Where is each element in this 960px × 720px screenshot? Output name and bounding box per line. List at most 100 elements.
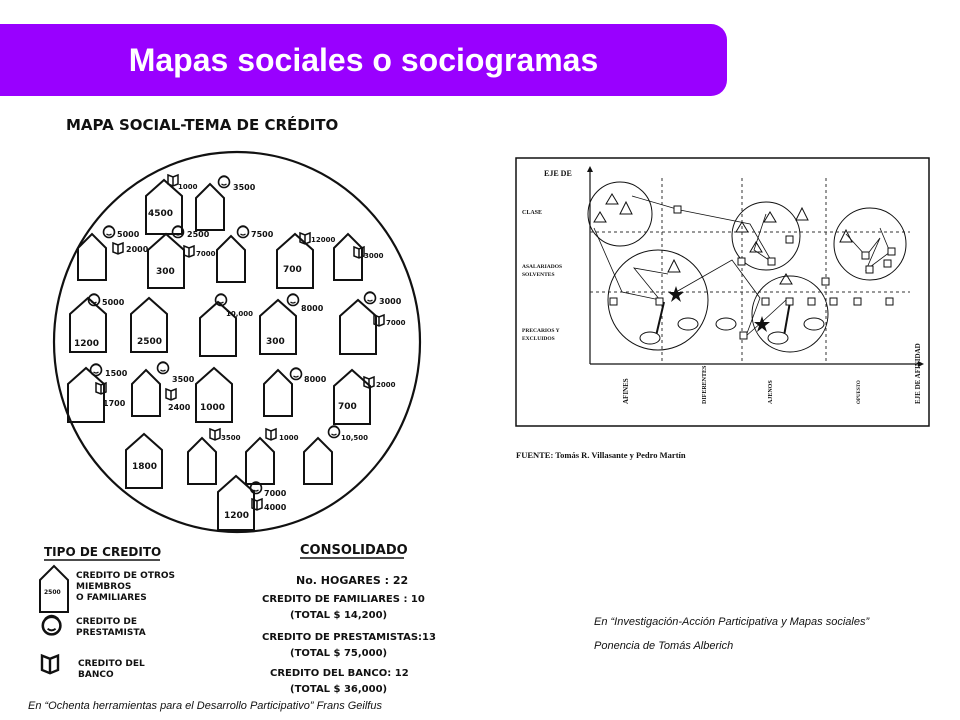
actor-squares — [609, 205, 896, 340]
key-actor-star — [754, 316, 770, 332]
lender-value: 10,500 — [341, 434, 368, 442]
bank-value: 1000 — [178, 183, 198, 191]
house-icon — [263, 369, 293, 417]
axis-x-arrow — [918, 361, 924, 367]
row-label: ASALARIADOS — [522, 264, 562, 270]
group-circle — [607, 249, 709, 351]
bank-value: 7000 — [386, 319, 406, 327]
consolidado-line: (TOTAL $ 36,000) — [290, 684, 387, 695]
house-icon — [67, 367, 105, 423]
right-caption-line2: Ponencia de Tomás Alberich — [594, 640, 734, 652]
lender-value: 3000 — [379, 297, 402, 306]
house-value: 1000 — [200, 403, 225, 413]
lender-face-icon — [89, 363, 103, 377]
house-icon — [216, 235, 246, 283]
lender-face-icon — [102, 225, 116, 239]
actor-triangle — [667, 258, 681, 273]
lender-value: 5000 — [102, 298, 125, 307]
column-label: AFINES — [622, 378, 630, 404]
house-icon — [276, 233, 314, 289]
bank-value: 12000 — [311, 236, 335, 244]
lender-value: 3500 — [233, 183, 256, 192]
row-label: EXCLUIDOS — [522, 336, 555, 342]
social-map-drawing: MAPA SOCIAL-TEMA DE CRÉDITO 4500 1000 35… — [39, 115, 436, 695]
house-value: 300 — [156, 267, 175, 277]
lender-value: 7500 — [251, 230, 274, 239]
legend-item: CREDITO DE — [76, 617, 137, 627]
map-heading: MAPA SOCIAL-TEMA DE CRÉDITO — [66, 115, 338, 134]
house-icon — [187, 437, 217, 485]
legend-heading: TIPO DE CREDITO — [44, 545, 161, 559]
row-label: SOLVENTES — [522, 272, 555, 278]
bank-value: 3000 — [364, 252, 384, 260]
group-circle — [587, 181, 653, 247]
legend-item: O FAMILIARES — [76, 593, 147, 603]
lender-value: 8000 — [304, 375, 327, 384]
actor-triangle — [619, 200, 633, 215]
strong-link — [783, 301, 791, 337]
actor-ellipses — [639, 317, 825, 345]
consolidado-line: CREDITO DEL BANCO: 12 — [270, 668, 409, 679]
legend-item: CREDITO DE OTROS — [76, 571, 175, 581]
consolidado-line: CREDITO DE PRESTAMISTAS:13 — [262, 632, 436, 643]
group-circle — [751, 275, 829, 353]
actor-triangle — [839, 228, 853, 243]
column-label: AJENOS — [768, 380, 774, 404]
actor-triangle — [749, 241, 763, 253]
house-value: 4500 — [148, 209, 173, 219]
axis-y-arrow — [587, 166, 593, 172]
legend-house-value: 2500 — [44, 589, 61, 596]
lender-face-icon — [217, 175, 231, 189]
consolidado-heading: CONSOLIDADO — [300, 543, 408, 558]
bank-value: 2000 — [126, 245, 149, 254]
bank-value: 1000 — [279, 434, 299, 442]
house-icon — [131, 369, 161, 417]
bank-value: 7000 — [196, 250, 216, 258]
book-icon — [209, 428, 221, 441]
house-icon — [125, 433, 163, 489]
bank-value: 2400 — [168, 403, 191, 412]
link — [631, 195, 773, 263]
sociogram-diagram: EJE DE CLASE ASALARIADOS SOLVENTES PRECA… — [515, 157, 930, 460]
lender-value: 1500 — [105, 369, 128, 378]
legend-item: CREDITO DEL — [78, 659, 145, 669]
group-circle — [833, 207, 907, 281]
house-icon — [195, 183, 225, 231]
legend-item: MIEMBROS — [76, 582, 131, 592]
house-icon — [245, 437, 275, 485]
house-value: 2500 — [137, 337, 162, 347]
actor-triangle — [735, 221, 749, 233]
house-value: 700 — [283, 265, 302, 275]
lender-face-icon — [286, 293, 300, 307]
consolidado-line: CREDITO DE FAMILIARES : 10 — [262, 594, 425, 605]
column-label: OPUESTO — [857, 380, 862, 404]
lender-face-icon — [327, 425, 341, 439]
column-label: DIFERENTES — [702, 365, 708, 404]
title-bar: Mapas sociales o sociogramas — [0, 24, 727, 96]
book-icon — [183, 245, 195, 258]
axis-x-label: EJE DE AFINIDAD — [914, 343, 922, 404]
lender-value: 8000 — [301, 304, 324, 313]
lender-face-icon — [289, 367, 303, 381]
lender-value: 5000 — [117, 230, 140, 239]
community-circle — [52, 150, 422, 534]
lender-face-icon — [156, 361, 170, 375]
house-icon — [147, 233, 185, 289]
house-value: 1800 — [132, 462, 157, 472]
house-value: 1200 — [224, 511, 249, 521]
consolidado-line: No. HOGARES : 22 — [296, 574, 408, 587]
house-icon — [303, 437, 333, 485]
actor-triangle — [605, 193, 619, 205]
source-label: FUENTE: Tomás R. Villasante y Pedro Mart… — [516, 450, 686, 460]
house-icon — [339, 299, 377, 355]
right-caption-line1: En “Investigación-Acción Participativa y… — [594, 616, 870, 628]
left-caption: En “Ochenta herramientas para el Desarro… — [28, 700, 382, 712]
legend-book-icon — [40, 654, 60, 675]
lender-value: 3500 — [172, 375, 195, 384]
house-icon — [195, 367, 233, 423]
actor-triangle — [779, 273, 793, 285]
house-value: 1200 — [74, 339, 99, 349]
strong-link — [655, 301, 665, 337]
bank-value: 1700 — [103, 399, 126, 408]
book-icon — [265, 428, 277, 441]
